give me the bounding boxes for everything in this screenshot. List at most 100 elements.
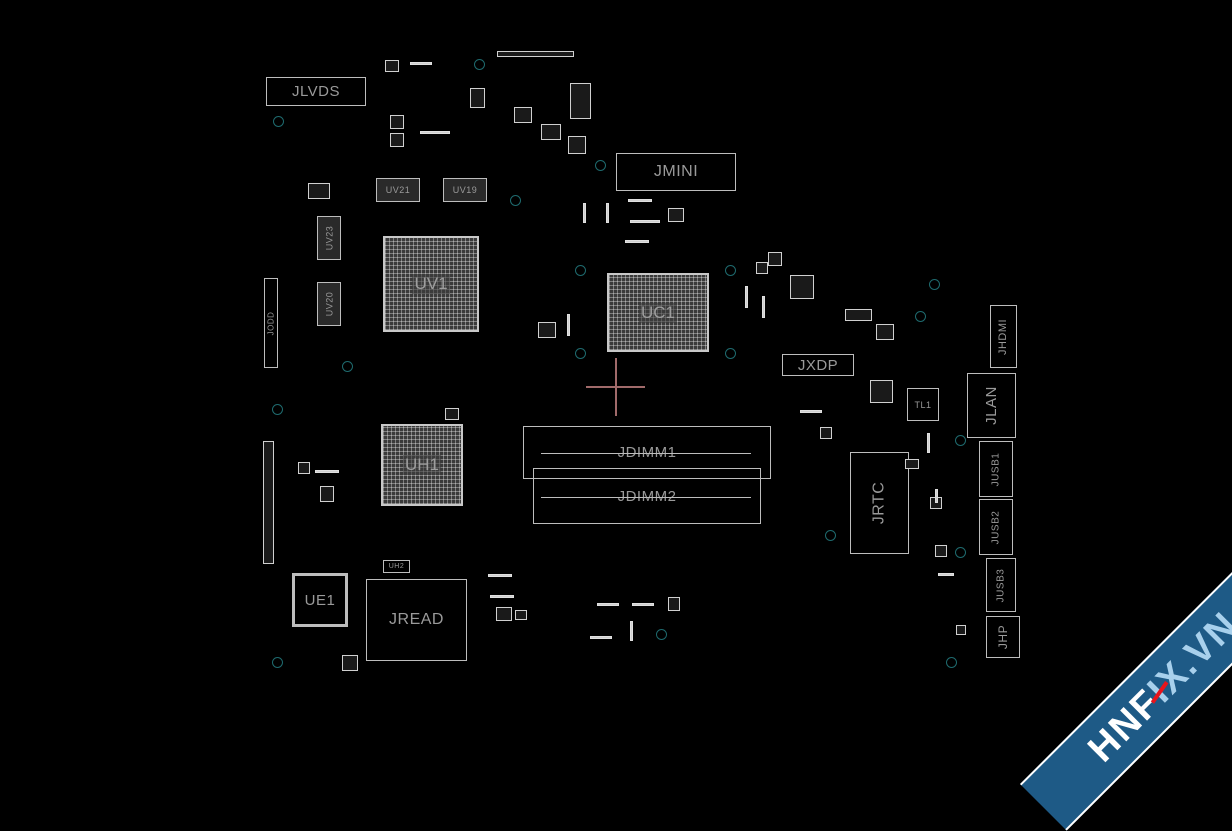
smd-part[interactable] (756, 262, 768, 274)
smd-part[interactable] (470, 88, 485, 108)
component-tl1[interactable]: TL1 (907, 388, 939, 421)
mounting-hole (725, 265, 736, 276)
component-jhdmi[interactable]: JHDMI (990, 305, 1017, 368)
smd-part[interactable] (298, 462, 310, 474)
component-label: JMINI (653, 163, 699, 180)
smd-part[interactable] (790, 275, 814, 299)
smd-part[interactable] (590, 636, 612, 639)
component-uv20[interactable]: UV20 (317, 282, 341, 326)
smd-part[interactable] (820, 427, 832, 439)
component-label: JLVDS (291, 83, 341, 100)
mounting-hole (595, 160, 606, 171)
component-label: JUSB2 (990, 510, 1002, 544)
smd-part[interactable] (538, 322, 556, 338)
component-label: UV1 (412, 274, 450, 294)
component-jdimm1[interactable]: JDIMM1 (523, 426, 771, 479)
connector-strip-top[interactable] (497, 51, 574, 57)
smd-part[interactable] (927, 433, 930, 453)
component-label: JUSB3 (995, 568, 1007, 602)
smd-part[interactable] (935, 545, 947, 557)
mounting-hole (273, 116, 284, 127)
component-uv23[interactable]: UV23 (317, 216, 341, 260)
component-jusb1[interactable]: JUSB1 (979, 441, 1013, 497)
component-label: UH2 (388, 563, 405, 570)
smd-part[interactable] (935, 489, 938, 503)
smd-part[interactable] (320, 486, 334, 502)
component-jrtc[interactable]: JRTC (850, 452, 909, 554)
component-uv21[interactable]: UV21 (376, 178, 420, 202)
smd-part[interactable] (668, 208, 684, 222)
smd-part[interactable] (606, 203, 609, 223)
smd-part[interactable] (668, 597, 680, 611)
smd-part[interactable] (515, 610, 527, 620)
smd-part[interactable] (745, 286, 748, 308)
smd-part[interactable] (308, 183, 330, 199)
smd-part[interactable] (385, 60, 399, 72)
component-jusb3[interactable]: JUSB3 (986, 558, 1016, 612)
component-label: JHP (995, 624, 1010, 650)
smd-part[interactable] (490, 595, 514, 598)
component-jodd[interactable]: JODD (264, 278, 278, 368)
smd-part[interactable] (445, 408, 459, 420)
component-ue1[interactable]: UE1 (292, 573, 348, 627)
component-label: UV20 (324, 291, 335, 317)
smd-part[interactable] (420, 131, 450, 134)
smd-part[interactable] (632, 603, 654, 606)
component-jhp[interactable]: JHP (986, 616, 1020, 658)
component-jmini[interactable]: JMINI (616, 153, 736, 191)
component-uh2[interactable]: UH2 (383, 560, 410, 573)
mounting-hole (575, 348, 586, 359)
smd-part[interactable] (956, 625, 966, 635)
mounting-hole (915, 311, 926, 322)
component-uv19[interactable]: UV19 (443, 178, 487, 202)
smd-part[interactable] (514, 107, 532, 123)
mounting-hole (656, 629, 667, 640)
smd-part[interactable] (567, 314, 570, 336)
component-label: JDIMM1 (617, 444, 677, 461)
component-jlvds[interactable]: JLVDS (266, 77, 366, 106)
mounting-hole (272, 657, 283, 668)
smd-part[interactable] (496, 607, 512, 621)
smd-part[interactable] (488, 574, 512, 577)
component-uv1[interactable]: UV1 (383, 236, 479, 332)
smd-part[interactable] (630, 621, 633, 641)
smd-part[interactable] (625, 240, 649, 243)
smd-part[interactable] (762, 296, 765, 318)
smd-part[interactable] (800, 410, 822, 413)
connector-left-long[interactable] (263, 441, 274, 564)
smd-part[interactable] (768, 252, 782, 266)
smd-part[interactable] (597, 603, 619, 606)
smd-part[interactable] (342, 655, 358, 671)
smd-part[interactable] (570, 83, 591, 119)
smd-part[interactable] (315, 470, 339, 473)
mounting-hole (272, 404, 283, 415)
smd-part[interactable] (845, 309, 872, 321)
pcb-board-canvas[interactable]: JLVDS JMINI UV21 UV19 UV23 UV20 JODD UV1… (0, 0, 1232, 784)
component-jlan[interactable]: JLAN (967, 373, 1016, 438)
smd-part[interactable] (410, 62, 432, 65)
component-jxdp[interactable]: JXDP (782, 354, 854, 376)
mounting-hole (955, 435, 966, 446)
smd-part[interactable] (583, 203, 586, 223)
component-jdimm2[interactable]: JDIMM2 (533, 468, 761, 524)
mounting-hole (575, 265, 586, 276)
component-label: UC1 (638, 302, 677, 323)
component-uh1[interactable]: UH1 (381, 424, 463, 506)
smd-part[interactable] (938, 573, 954, 576)
component-jusb2[interactable]: JUSB2 (979, 499, 1013, 555)
smd-part[interactable] (876, 324, 894, 340)
mounting-hole (342, 361, 353, 372)
smd-part[interactable] (630, 220, 660, 223)
smd-part[interactable] (628, 199, 652, 202)
smd-part[interactable] (905, 459, 919, 469)
smd-part[interactable] (541, 124, 561, 140)
component-label: UV21 (385, 185, 411, 195)
component-label: JREAD (389, 611, 444, 628)
component-uc1[interactable]: UC1 (607, 273, 709, 352)
smd-part[interactable] (390, 115, 404, 129)
smd-part[interactable] (870, 380, 893, 403)
component-jread[interactable]: JREAD (366, 579, 467, 661)
smd-part[interactable] (568, 136, 586, 154)
dimm2-key-line (541, 497, 751, 498)
smd-part[interactable] (390, 133, 404, 147)
